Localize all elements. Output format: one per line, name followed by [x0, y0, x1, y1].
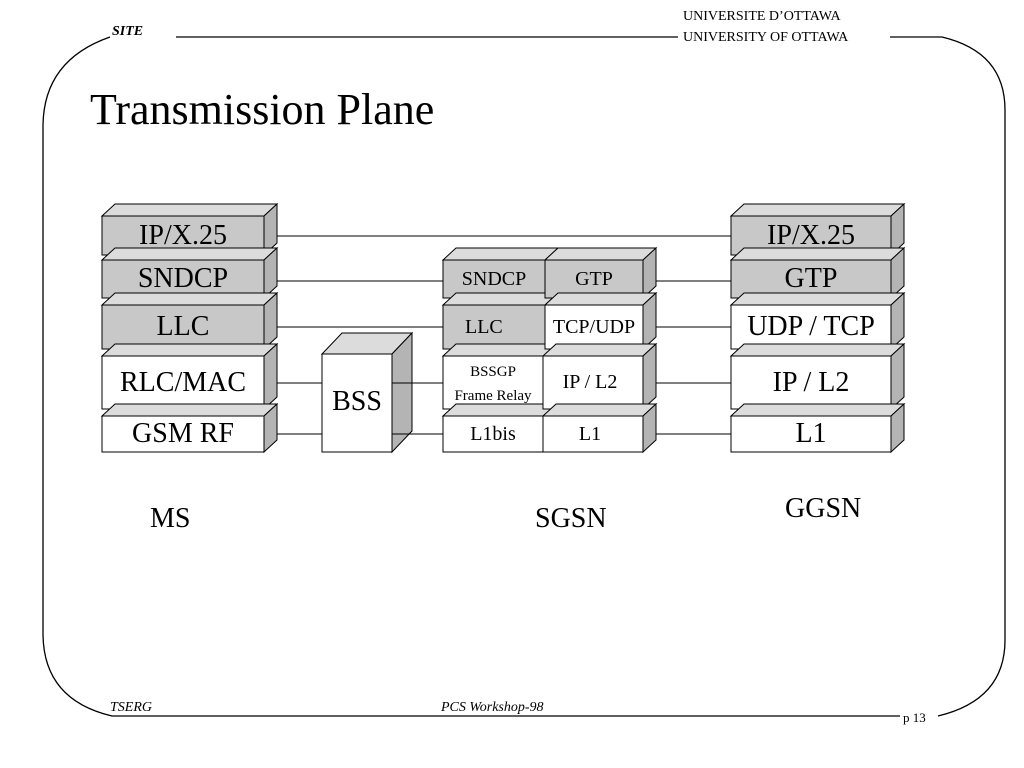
ms-layer-sndcp — [100, 246, 279, 300]
footer-left: TSERG — [110, 700, 152, 715]
sgsn-right-gtp-box — [544, 259, 644, 299]
sgsn-sndcp-label: SNDCP — [461, 268, 527, 290]
ms-ipx25-label: IP/X.25 — [139, 220, 227, 251]
ms-layer-llc — [100, 291, 279, 351]
bss-node — [320, 331, 414, 454]
sgsn-right-ipl2-box — [542, 355, 644, 410]
page-title: Transmission Plane — [90, 85, 435, 134]
ms-sndcp-label: SNDCP — [137, 263, 229, 294]
sgsn-tcpudp-label: TCP/UDP — [552, 316, 636, 338]
sgsn-bssgp-label: BSSGP — [470, 364, 516, 380]
sgsn-gtp-label: GTP — [575, 268, 613, 290]
sgsn-right-l1-box — [542, 415, 644, 453]
sgsn-llc-label: LLC — [465, 316, 503, 338]
sgsn-right-tcpudp-box — [544, 304, 644, 350]
ms-stack — [100, 202, 279, 454]
sgsn-stack — [441, 246, 658, 454]
ggsn-caption: GGSN — [785, 493, 862, 524]
sgsn-caption: SGSN — [535, 503, 607, 534]
ggsn-ipl2-label: IP / L2 — [772, 367, 850, 398]
bss-label: BSS — [332, 386, 382, 417]
ggsn-udptcp-label: UDP / TCP — [747, 311, 875, 342]
ggsn-gtp-label: GTP — [784, 263, 838, 294]
sgsn-left-llc-box — [442, 304, 546, 350]
ms-layer-rlcmac — [100, 342, 279, 411]
sgsn-ipl2-label: IP / L2 — [562, 371, 618, 393]
ms-caption: MS — [150, 503, 191, 534]
ggsn-stack — [729, 202, 906, 454]
page-number: p 13 — [903, 710, 926, 725]
sgsn-left-sndcp-box — [442, 259, 546, 299]
ms-rlcmac-label: RLC/MAC — [119, 367, 247, 398]
header-university-en: UNIVERSITY OF OTTAWA — [681, 29, 851, 46]
footer-center: PCS Workshop-98 — [441, 700, 544, 715]
ggsn-ipx25-label: IP/X.25 — [767, 220, 855, 251]
sgsn-l1bis-label: L1bis — [470, 423, 516, 445]
header-site-label: SITE — [112, 24, 144, 39]
slide-frame — [42, 36, 1006, 717]
ms-layer-gsmrf — [100, 402, 279, 454]
sgsn-left-l1bis-box — [442, 415, 544, 453]
peer-lines — [277, 235, 731, 435]
header-university-fr: UNIVERSITE D’OTTAWA — [683, 9, 841, 24]
ms-llc-label: LLC — [156, 311, 210, 342]
ms-gsmrf-label: GSM RF — [132, 418, 234, 449]
sgsn-l1-label: L1 — [578, 423, 602, 445]
ggsn-l1-label: L1 — [795, 418, 827, 449]
sgsn-left-bssgp-box — [442, 355, 544, 410]
sgsn-framerelay-label: Frame Relay — [454, 388, 532, 404]
